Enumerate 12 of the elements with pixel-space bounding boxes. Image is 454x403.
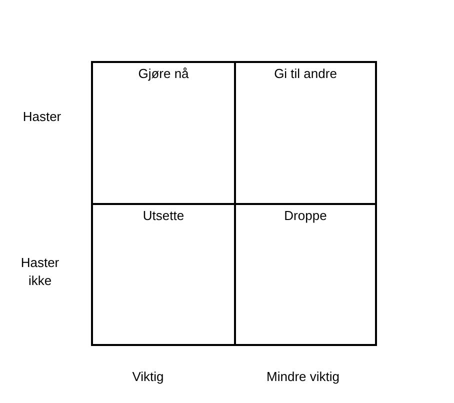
- quadrant-box: [236, 61, 377, 205]
- column-header: Mindre viktig: [266, 368, 340, 386]
- quadrant-title: Gi til andre: [274, 65, 337, 83]
- row-header: Haster: [22, 108, 62, 126]
- quadrant-box: [236, 205, 377, 346]
- column-header: Viktig: [131, 368, 165, 386]
- quadrant-title: Droppe: [284, 207, 327, 225]
- quadrant-title: Utsette: [142, 207, 184, 225]
- quadrant-box: [91, 205, 236, 346]
- quadrant-box: [91, 61, 236, 205]
- row-header: Haster ikke: [20, 254, 60, 290]
- quadrant-title: Gjøre nå: [138, 65, 189, 83]
